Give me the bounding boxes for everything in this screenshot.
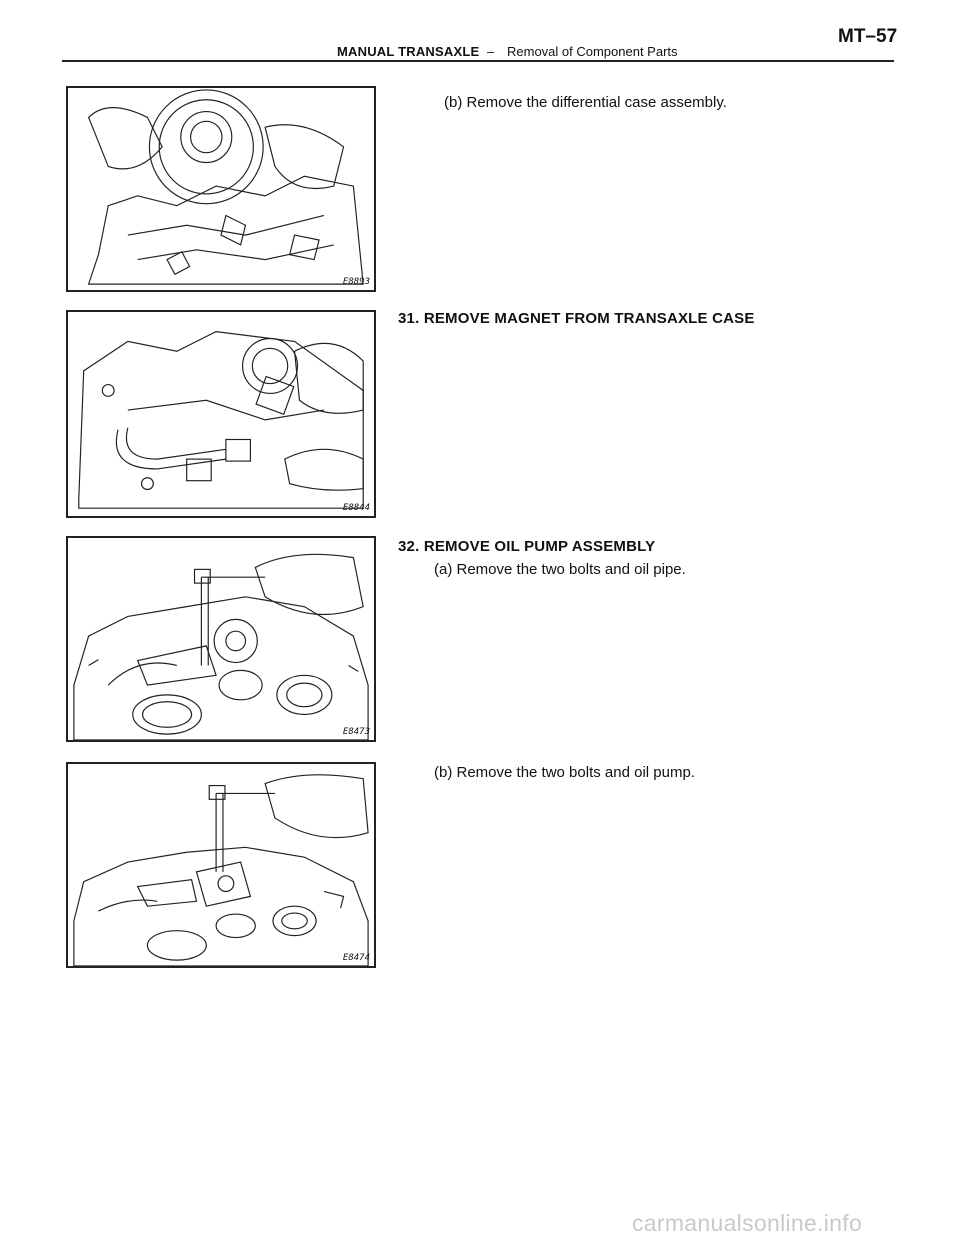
step-31-heading: 31. REMOVE MAGNET FROM TRANSAXLE CASE [398,310,755,327]
figure-oil-pump-bolts: E8474 [66,762,376,968]
figure-code: E8844 [342,503,370,513]
page-header: MANUAL TRANSAXLE – Removal of Component … [0,0,960,64]
magnet-removal-illustration-icon [78,331,364,509]
figure-oil-pipe-bolts: E8473 [66,536,376,742]
watermark: carmanualsonline.info [632,1210,863,1236]
figure-code: E8474 [342,953,370,963]
step-32-heading: 32. REMOVE OIL PUMP ASSEMBLY [398,538,656,555]
oil-pump-bolts-illustration-icon [73,774,369,966]
header-separator: – [487,44,495,59]
differential-case-illustration-icon [87,89,364,285]
header-topic: Removal of Component Parts [507,44,678,59]
step-32b-text: (b) Remove the two bolts and oil pump. [434,764,695,781]
oil-pipe-bolts-illustration-icon [73,553,369,740]
figure-differential-case: E8893 [66,86,376,292]
step-30b-text: (b) Remove the differential case assembl… [444,94,727,111]
figure-code: E8473 [342,727,370,737]
header-rule [62,60,894,62]
step-32a-text: (a) Remove the two bolts and oil pipe. [434,561,686,578]
figure-code: E8893 [342,277,370,287]
header-section-title: MANUAL TRANSAXLE [337,44,480,59]
figure-magnet-removal: E8844 [66,310,376,518]
page-number: MT–57 [838,26,898,47]
